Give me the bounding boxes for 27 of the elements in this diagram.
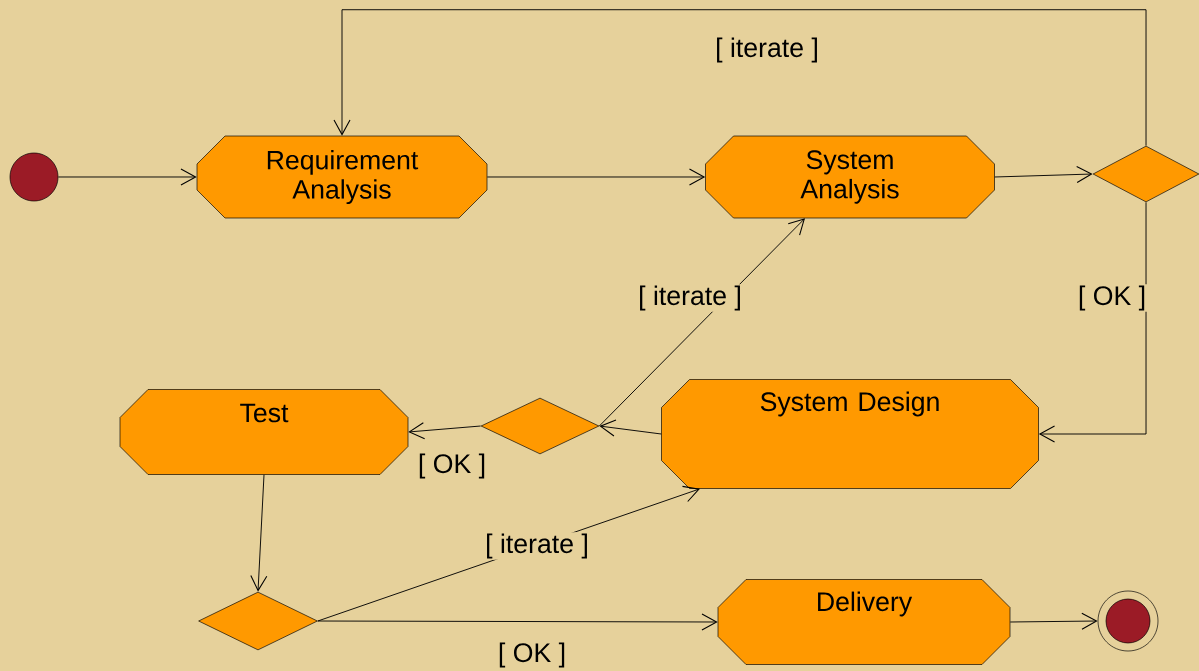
- action-box: System Analysis: [705, 135, 995, 219]
- initial-node: [9, 152, 59, 202]
- edge-label: [ iterate ]: [483, 532, 591, 560]
- arrow: [486, 168, 706, 186]
- edge-label: [ OK ]: [1076, 284, 1148, 312]
- decision-diamond: [480, 397, 600, 455]
- action-box: Delivery: [717, 579, 1011, 665]
- arrow: [57, 168, 197, 186]
- edge-label: [ iterate ]: [636, 284, 744, 312]
- edge-label: [ OK ]: [416, 452, 488, 480]
- edge-label: [ OK ]: [496, 641, 568, 669]
- arrow: [994, 165, 1093, 183]
- edge-label: [ iterate ]: [713, 36, 821, 64]
- arrow: [1009, 612, 1098, 630]
- action-box: Requirement Analysis: [196, 135, 488, 219]
- action-box: System Design: [661, 379, 1039, 489]
- arrow: [250, 474, 268, 592]
- decision-diamond: [198, 591, 318, 651]
- arrow: [317, 613, 718, 631]
- arrow: [598, 218, 805, 427]
- arrow: [408, 422, 482, 440]
- arrow: [599, 419, 662, 437]
- arrow: [1038, 201, 1147, 443]
- action-box: Test: [119, 389, 409, 475]
- final-node: [1097, 590, 1159, 652]
- decision-diamond: [1092, 145, 1199, 203]
- arrow: [333, 9, 1147, 147]
